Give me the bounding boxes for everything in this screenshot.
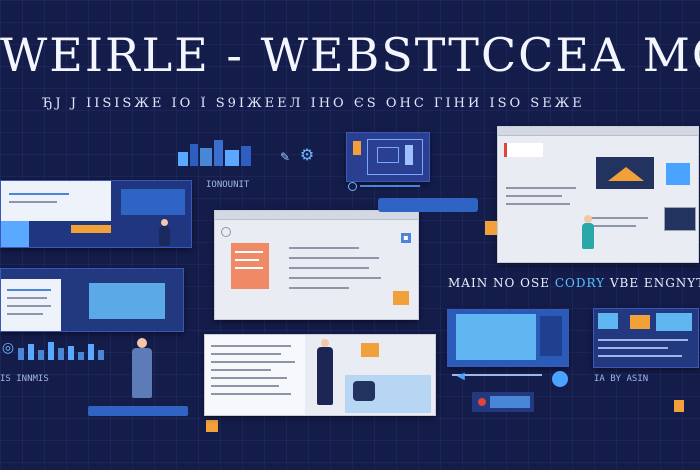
- right-data-panel: [593, 308, 699, 368]
- page-subline: ЂJ Ј ІІЅІЅЖЕ ІО Ї Ѕ9ІЖЕЕЛ ІНО ЄЅ ОНС ГІН…: [42, 96, 585, 111]
- right-label-row: MAIN NO OSE CODRY VBE ENGNYTRNRIET: [448, 276, 700, 290]
- label-bottom-left: IS INNMIS: [0, 374, 49, 384]
- page-headline: WEIRLE - WEBSTTCCEA MC .CLESGS: [0, 28, 700, 82]
- orange-tag: [485, 221, 497, 235]
- bottom-left-bar: [88, 406, 188, 416]
- right-media-caption: [452, 370, 552, 380]
- left-report-panel: [0, 268, 184, 332]
- standing-person-body: [132, 348, 152, 398]
- play-icon: ◀: [457, 371, 465, 382]
- standing-person-head: [137, 338, 147, 348]
- dashboard-window: [497, 126, 699, 263]
- blueprint-panel: [346, 132, 430, 182]
- left-bar-strip: [18, 340, 128, 360]
- label-top-left: IONOUNIT: [206, 180, 250, 190]
- label-bottom-mid: IA BY ASIN: [594, 374, 649, 384]
- wrench-icon: ✎: [279, 150, 291, 164]
- label-row-middle: CODRY: [554, 276, 606, 290]
- skyline-strip: [178, 138, 256, 166]
- gear-icon: ⚙: [299, 145, 315, 164]
- bottom-document-window: [204, 334, 436, 416]
- right-circle: [552, 371, 568, 387]
- label-row-left: MAIN NO OSE: [448, 276, 550, 290]
- right-orange-tag: [674, 400, 684, 412]
- left-analytics-panel: [0, 180, 192, 248]
- center-toolbar: [378, 198, 478, 212]
- label-row-right: VBE ENGNYTRNRIET: [609, 276, 700, 290]
- center-document-window: ▪: [214, 210, 419, 320]
- bottom-left-orange: [206, 420, 218, 432]
- cursor-icon: ◎: [1, 340, 15, 356]
- right-media-panel: [447, 309, 569, 367]
- right-toolbar: [472, 392, 534, 412]
- blueprint-toolbar: [348, 182, 426, 191]
